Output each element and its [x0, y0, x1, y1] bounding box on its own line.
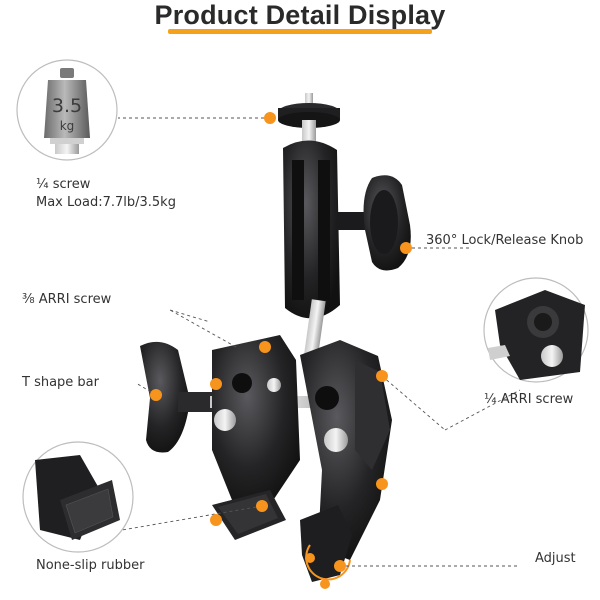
arri-screw-1-4-label: ¼ ARRI screw	[484, 392, 574, 407]
t-shape-bar	[140, 341, 340, 453]
upper-arm	[283, 140, 373, 319]
page-title: Product Detail Display	[154, 0, 446, 30]
t-shape-bar-label: T shape bar	[22, 375, 99, 390]
title-underline	[168, 29, 432, 34]
lock-release-knob	[363, 175, 411, 271]
callout-lines	[118, 117, 521, 567]
quarter-screw-label: ¼ screw	[36, 177, 91, 192]
callout-dots	[150, 112, 412, 589]
arri-screw-3-8-label: ⅜ ARRI screw	[22, 292, 112, 307]
right-clamp-jaw	[267, 340, 392, 560]
adjust-label: Adjust	[535, 551, 576, 566]
arri-detail-circle	[483, 277, 589, 383]
weight-detail-circle: 3.5 kg	[16, 59, 118, 161]
left-clamp-jaw	[212, 335, 300, 540]
top-screw-mount	[278, 93, 340, 142]
none-slip-rubber-label: None-slip rubber	[36, 558, 145, 573]
max-load-label: Max Load:7.7lb/3.5kg	[36, 195, 176, 210]
ball-joint-rod	[304, 299, 326, 356]
weight-value-text: 3.5	[52, 95, 82, 117]
weight-unit-text: kg	[60, 119, 75, 133]
lock-release-knob-label: 360° Lock/Release Knob	[426, 233, 584, 248]
rubber-detail-circle	[22, 441, 134, 553]
